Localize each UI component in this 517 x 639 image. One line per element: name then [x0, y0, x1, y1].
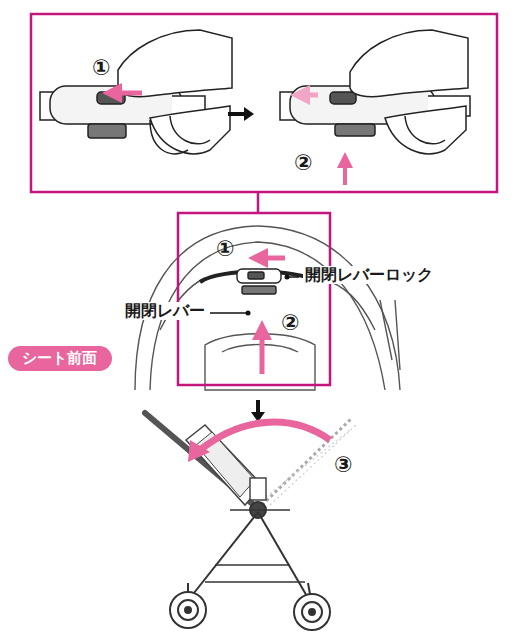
- fold-arrow: [200, 422, 330, 450]
- lift-arrow: [343, 160, 347, 185]
- slide-arrow: [300, 93, 318, 98]
- lift-arrow: [260, 330, 265, 374]
- detail-frame: [31, 14, 497, 192]
- part-name: 開閉レバーロック: [303, 266, 435, 284]
- callout-number: ①: [216, 236, 235, 261]
- leader-line: [210, 311, 251, 316]
- fold-arrow-head: [188, 440, 210, 462]
- tag-text: シート前面: [22, 349, 97, 367]
- slide-arrow: [258, 256, 285, 261]
- handle-view-1: [40, 30, 232, 154]
- detail-frame: [178, 213, 330, 385]
- stroller-side-view: [145, 413, 356, 630]
- callout-number: ②: [294, 150, 313, 175]
- callout-number: ②: [281, 310, 300, 335]
- slide-arrow: [112, 91, 142, 96]
- next-arrow: [228, 107, 254, 121]
- seat-front-tag: シート前面: [8, 346, 112, 371]
- next-arrow: [251, 400, 265, 422]
- part-name: 開閉レバー: [123, 302, 207, 320]
- callout-number: ①: [92, 55, 111, 80]
- callout-number: ③: [334, 452, 353, 477]
- handle-view-2: [280, 30, 470, 154]
- leader-line: [285, 275, 300, 280]
- frame-link: [257, 192, 260, 213]
